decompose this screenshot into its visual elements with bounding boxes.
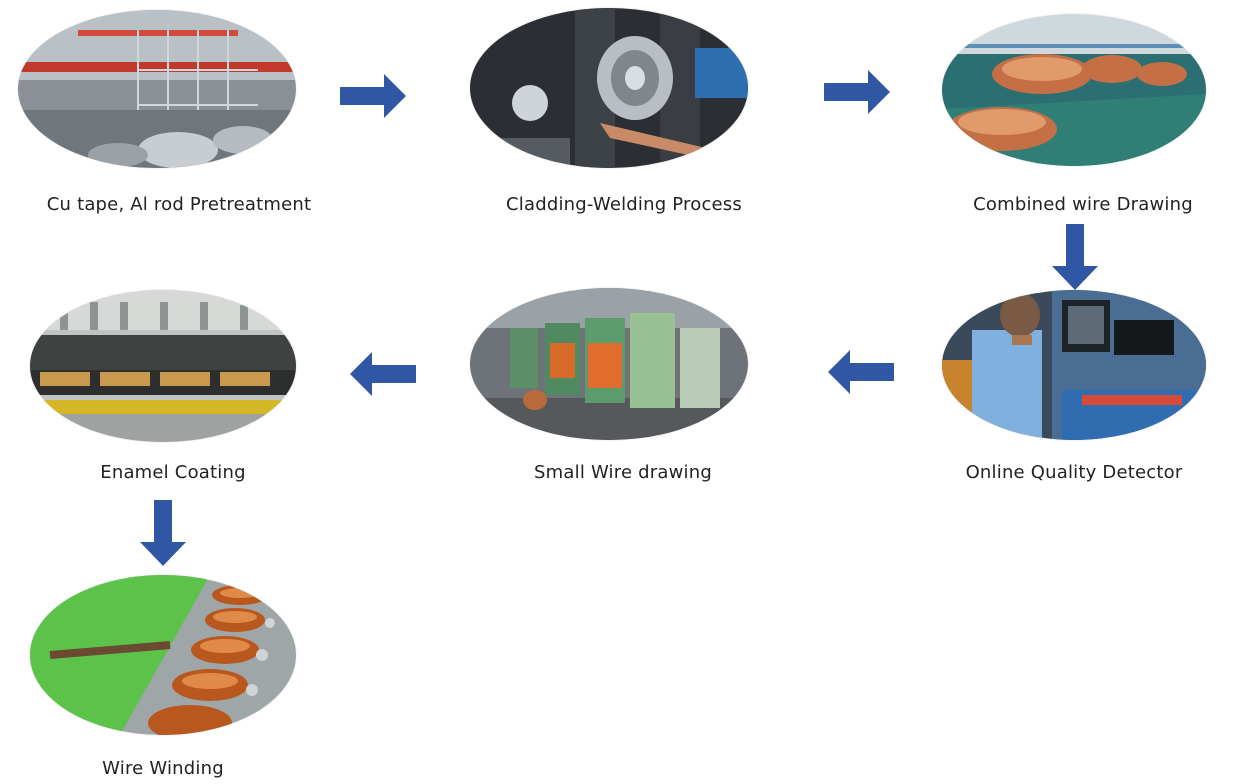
arrow-down-icon bbox=[1052, 224, 1098, 290]
step-label: Small Wire drawing bbox=[534, 462, 712, 483]
copper-coils-photo bbox=[942, 14, 1206, 166]
arrow-right-icon bbox=[340, 74, 406, 118]
factory-hall-photo bbox=[18, 10, 296, 168]
arrow-down-icon bbox=[140, 500, 186, 566]
step-label: Online Quality Detector bbox=[965, 462, 1183, 483]
step-label: Wire Winding bbox=[102, 758, 224, 779]
arrow-left-icon bbox=[828, 350, 894, 394]
step-label: Combined wire Drawing bbox=[973, 194, 1193, 215]
welding-rollers-photo bbox=[470, 8, 748, 168]
step-label: Enamel Coating bbox=[100, 462, 246, 483]
step-label: Cu tape, Al rod Pretreatment bbox=[46, 194, 312, 215]
arrow-left-icon bbox=[350, 352, 416, 396]
enamel-oven-photo bbox=[30, 290, 296, 442]
copper-spools-photo bbox=[30, 575, 296, 735]
operator-console-photo bbox=[942, 290, 1206, 440]
step-label: Cladding-Welding Process bbox=[506, 194, 742, 215]
arrow-right-icon bbox=[824, 70, 890, 114]
drawing-machines-photo bbox=[470, 288, 748, 440]
